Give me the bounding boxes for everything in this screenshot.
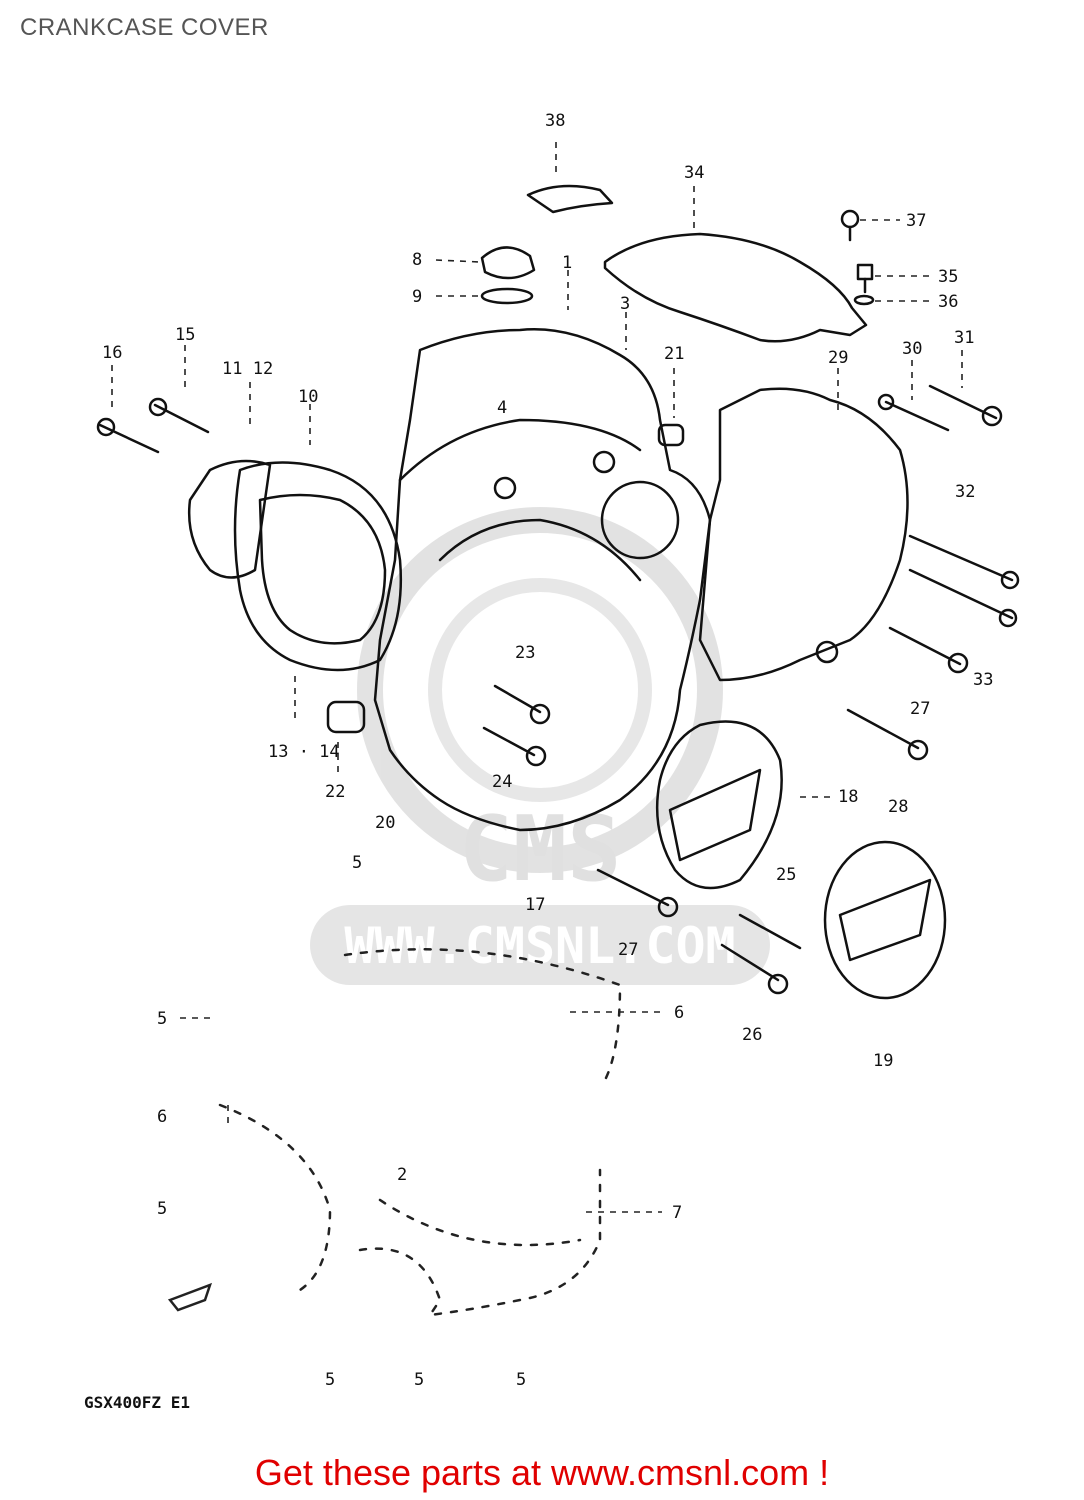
callout-33: 33: [973, 670, 993, 690]
callout-2: 2: [397, 1165, 407, 1185]
page-title: CRANKCASE COVER: [20, 14, 269, 41]
callout-34: 34: [684, 163, 704, 183]
callout-5c: 5: [157, 1199, 167, 1219]
callout-36: 36: [938, 292, 958, 312]
callout-18: 18: [838, 787, 858, 807]
callout-11-12: 11 12: [222, 359, 273, 379]
callout-13-14: 13 · 14: [268, 742, 340, 762]
model-code: GSX400FZ E1: [84, 1393, 190, 1412]
callout-8: 8: [412, 250, 422, 270]
callout-27a: 27: [910, 699, 930, 719]
leader-lines: [111, 142, 963, 1213]
callout-labels: 38 34 37 8 1 35 9 36 3 15 31 30 21 16 29…: [102, 111, 993, 1390]
watermark: CMS WWW.CMSNL.COM: [310, 507, 770, 985]
callout-35: 35: [938, 267, 958, 287]
watermark-url: WWW.CMSNL.COM: [344, 917, 735, 975]
lower-gasket-outline: [167, 948, 622, 1317]
promo-link[interactable]: Get these parts at www.cmsnl.com !: [254, 1452, 830, 1493]
callout-15: 15: [175, 325, 195, 345]
callout-29: 29: [828, 348, 848, 368]
callout-5d: 5: [325, 1370, 335, 1390]
callout-6a: 6: [674, 1003, 684, 1023]
callout-1: 1: [562, 253, 572, 273]
callout-21: 21: [664, 344, 684, 364]
callout-37: 37: [906, 211, 926, 231]
callout-25: 25: [776, 865, 796, 885]
callout-5b: 5: [157, 1009, 167, 1029]
callout-27b: 27: [618, 940, 638, 960]
callout-19: 19: [873, 1051, 893, 1071]
callout-28: 28: [888, 797, 908, 817]
callout-3: 3: [620, 294, 630, 314]
callout-5f: 5: [516, 1370, 526, 1390]
callout-38: 38: [545, 111, 565, 131]
callout-5e: 5: [414, 1370, 424, 1390]
part-line-art: [96, 184, 1020, 1000]
callout-5a: 5: [352, 853, 362, 873]
callout-17: 17: [525, 895, 545, 915]
callout-16: 16: [102, 343, 122, 363]
callout-23: 23: [515, 643, 535, 663]
callout-30: 30: [902, 339, 922, 359]
callout-31: 31: [954, 328, 974, 348]
callout-20: 20: [375, 813, 395, 833]
callout-10: 10: [298, 387, 318, 407]
callout-7: 7: [672, 1203, 682, 1223]
callout-26: 26: [742, 1025, 762, 1045]
callout-4: 4: [497, 398, 507, 418]
callout-22: 22: [325, 782, 345, 802]
callout-24: 24: [492, 772, 512, 792]
callout-6b: 6: [157, 1107, 167, 1127]
callout-32: 32: [955, 482, 975, 502]
callout-9: 9: [412, 287, 422, 307]
